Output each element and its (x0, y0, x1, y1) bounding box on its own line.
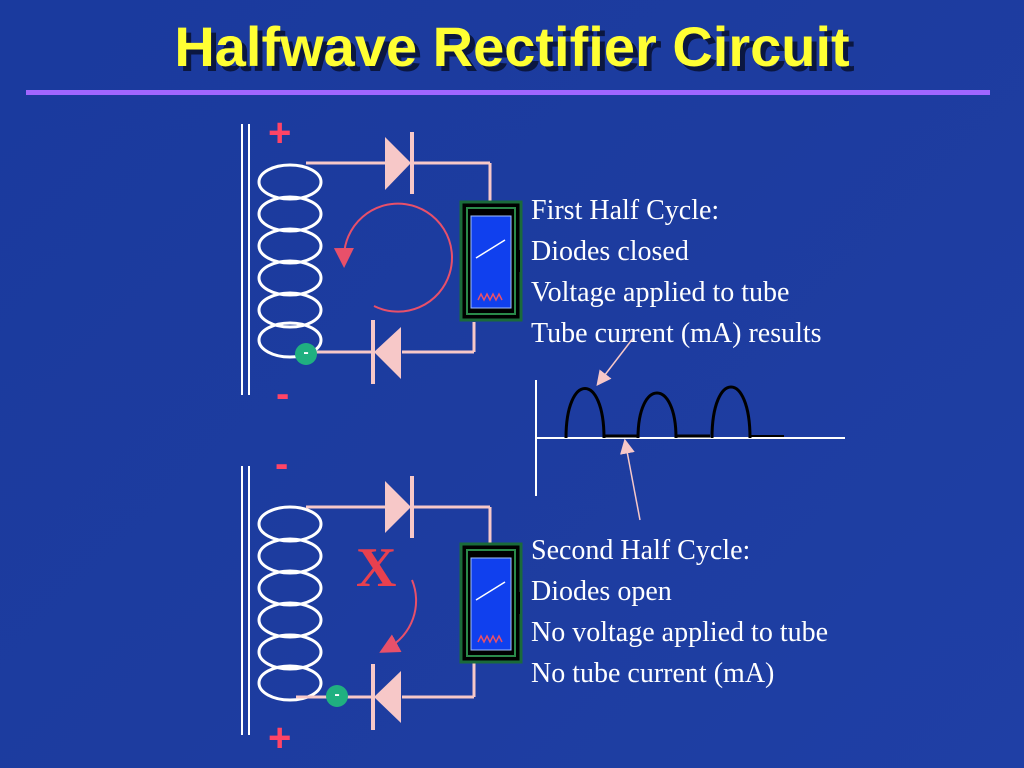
top-polarity-sign: + (268, 111, 292, 155)
second-half-caption: Second Half Cycle: Diodes open No voltag… (531, 530, 828, 694)
x-ray-tube-icon (459, 542, 523, 664)
caption-line: No tube current (mA) (531, 658, 775, 689)
x-ray-tube-icon (459, 200, 523, 322)
caption-line: Tube current (mA) results (531, 318, 822, 349)
caption-line: Voltage applied to tube (531, 277, 790, 308)
diode-icon (371, 664, 401, 730)
page-title: Halfwave Rectifier Circuit (174, 15, 850, 78)
caption-line: Second Half Cycle: (531, 535, 751, 566)
caption-line: Diodes closed (531, 236, 689, 267)
caption-line: Diodes open (531, 576, 672, 607)
caption-line: First Half Cycle: (531, 195, 720, 226)
diode-icon (385, 132, 414, 194)
pointer-arrow (620, 438, 641, 521)
transformer-coil-icon (257, 163, 323, 359)
circuit-wires (306, 161, 492, 354)
current-arrow-icon (333, 202, 453, 313)
caption-line: No voltage applied to tube (531, 617, 829, 648)
node-label: - (326, 685, 348, 707)
first-half-circuit (241, 124, 523, 395)
bottom-polarity-sign: - (276, 372, 290, 416)
pointer-arrow (596, 336, 635, 386)
diode-icon (385, 476, 414, 538)
second-half-circuit (241, 466, 523, 735)
bottom-polarity-sign: + (268, 716, 292, 760)
title-divider (26, 90, 990, 95)
waveform-icon (535, 336, 845, 521)
blocked-mark: X (356, 537, 397, 599)
first-half-caption: First Half Cycle: Diodes closed Voltage … (531, 190, 822, 354)
current-arrow-icon (379, 579, 418, 653)
transformer-coil-icon (257, 505, 323, 702)
top-polarity-sign: - (275, 442, 289, 486)
node-label: - (295, 343, 317, 365)
diode-icon (371, 320, 401, 384)
circuit-wires (296, 505, 492, 699)
